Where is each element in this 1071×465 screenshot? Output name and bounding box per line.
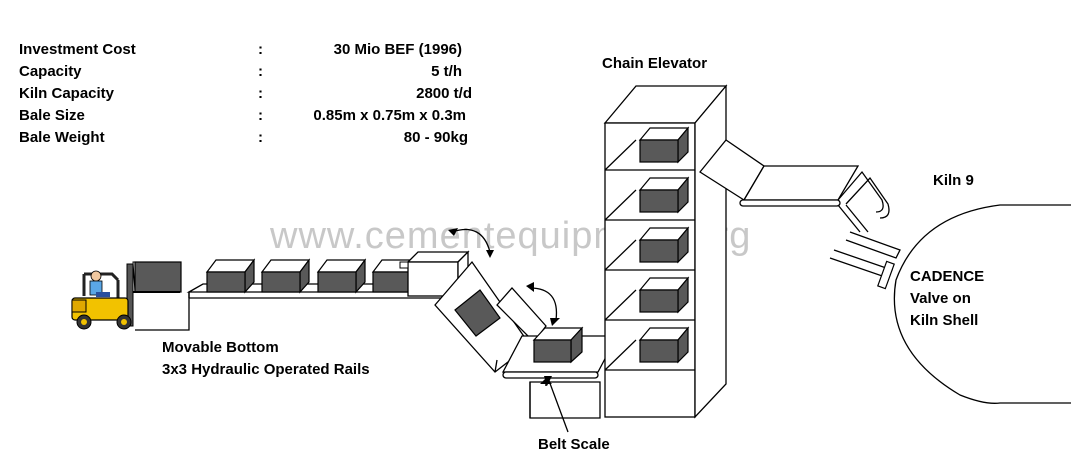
spec-value-capacity: 5 t/h	[431, 63, 462, 80]
rotation-arrow	[526, 282, 560, 326]
cadence-label: Valve on	[910, 290, 971, 307]
spec-value-kiln-capacity: 2800 t/d	[416, 85, 472, 102]
spec-value-investment-cost: 30 Mio BEF (1996)	[334, 41, 462, 58]
spec-value-bale-weight: 80 - 90kg	[404, 129, 468, 146]
chain-elevator-label: Chain Elevator	[602, 55, 707, 72]
spec-separator: :	[258, 63, 263, 80]
forklift	[71, 261, 182, 330]
spec-label-kiln-capacity: Kiln Capacity	[19, 85, 115, 102]
bale	[260, 258, 311, 294]
spec-label-bale-weight: Bale Weight	[19, 129, 105, 146]
spec-separator: :	[258, 85, 263, 102]
spec-separator: :	[258, 41, 263, 58]
discharge-chute	[699, 139, 890, 233]
bale	[638, 176, 690, 214]
spec-label-capacity: Capacity	[19, 63, 82, 80]
bale	[638, 276, 690, 314]
bale	[638, 126, 690, 164]
cadence-label: Kiln Shell	[910, 312, 978, 329]
specifications-table: Investment Cost : 30 Mio BEF (1996) Capa…	[19, 41, 472, 146]
belt-scale-label: Belt Scale	[538, 436, 610, 453]
bale	[532, 326, 584, 364]
spec-value-bale-size: 0.85m x 0.75m x 0.3m	[313, 107, 466, 124]
bale	[316, 258, 367, 294]
cadence-valve	[829, 231, 901, 290]
movable-bottom-label: Movable Bottom	[162, 339, 279, 356]
rotation-arrow	[448, 228, 494, 258]
movable-bottom-label: 3x3 Hydraulic Operated Rails	[162, 361, 370, 378]
spec-separator: :	[258, 129, 263, 146]
cadence-label: CADENCE	[910, 268, 984, 285]
spec-label-bale-size: Bale Size	[19, 107, 85, 124]
bale	[205, 258, 256, 294]
kiln-shell	[893, 204, 1071, 404]
kiln-label: Kiln 9	[933, 172, 974, 189]
spec-separator: :	[258, 107, 263, 124]
tilting-chute	[434, 260, 547, 373]
belt-scale-pointer	[544, 376, 569, 433]
spec-label-investment-cost: Investment Cost	[19, 41, 136, 58]
bale	[638, 326, 690, 364]
bale	[638, 226, 690, 264]
